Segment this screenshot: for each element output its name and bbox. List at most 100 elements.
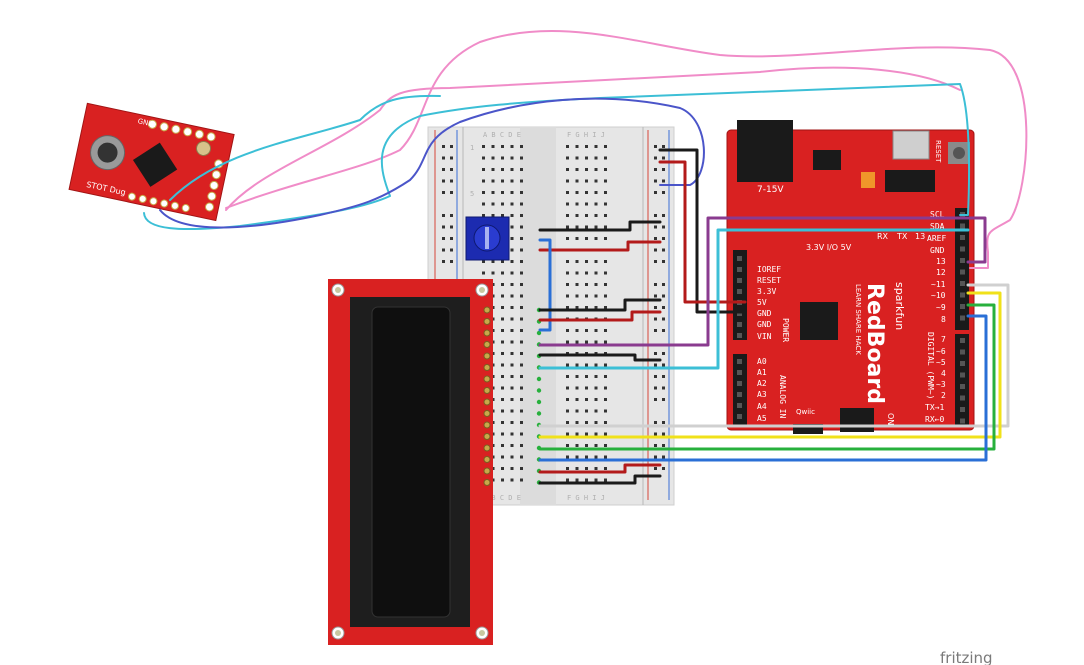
breadboard-hole bbox=[585, 260, 588, 263]
analog-header-title: ANALOG IN bbox=[778, 375, 787, 419]
rail-hole bbox=[450, 260, 453, 263]
header-hole bbox=[737, 267, 742, 272]
rail-hole bbox=[450, 145, 453, 148]
breadboard-hole bbox=[575, 214, 579, 217]
breadboard-hole bbox=[575, 271, 579, 275]
rail-hole bbox=[442, 214, 445, 217]
temperature-sensor-board[interactable]: STOT Dug GND bbox=[68, 102, 235, 222]
wire-black-lcd-bottom bbox=[538, 474, 662, 485]
breadboard-hole bbox=[520, 398, 523, 401]
header-hole bbox=[960, 315, 965, 321]
sensor-pad bbox=[207, 191, 217, 201]
pin-aref: AREF bbox=[927, 234, 946, 243]
rail-hole bbox=[450, 179, 453, 183]
breadboard-letters-left-bottom: A B C D E bbox=[483, 494, 521, 502]
breadboard-hole bbox=[575, 260, 579, 263]
breadboard-hole bbox=[594, 363, 598, 367]
sensor-pad bbox=[204, 202, 214, 212]
breadboard-hole bbox=[501, 455, 504, 459]
breadboard-hole bbox=[594, 421, 598, 424]
pin-a4: A4 bbox=[757, 402, 767, 411]
breadboard-hole bbox=[501, 145, 504, 148]
power-header bbox=[733, 250, 747, 340]
wire-blue-dark bbox=[159, 97, 705, 229]
rail-hole bbox=[662, 191, 665, 194]
rail-hole bbox=[662, 179, 665, 183]
pin-gnd-d: GND bbox=[930, 246, 945, 255]
usb-serial-chip bbox=[885, 170, 935, 192]
breadboard-hole bbox=[510, 478, 514, 482]
breadboard-hole bbox=[594, 340, 598, 344]
breadboard-hole bbox=[575, 191, 579, 194]
breadboard-hole bbox=[566, 156, 569, 160]
digital-header-lower bbox=[955, 334, 969, 426]
sensor-pad bbox=[160, 199, 169, 208]
rail-hole bbox=[662, 306, 665, 309]
digital-pin-labels: SCL SDA AREF GND 13 12 ~11 ~10 ~9 8 7 ~6… bbox=[925, 210, 946, 424]
lcd-pin bbox=[483, 364, 491, 371]
breadboard-hole bbox=[594, 271, 598, 275]
pin-a1: A1 bbox=[757, 368, 767, 377]
pin-ioref: IOREF bbox=[757, 265, 781, 274]
breadboard-hole bbox=[510, 156, 514, 160]
header-hole bbox=[960, 338, 965, 343]
lcd-pin bbox=[483, 444, 491, 452]
rail-hole bbox=[662, 432, 665, 436]
breadboard-hole bbox=[585, 168, 588, 171]
breadboard-hole bbox=[520, 386, 523, 390]
breadboard-hole bbox=[501, 478, 504, 482]
rail-hole bbox=[654, 306, 657, 309]
breadboard-hole bbox=[604, 467, 607, 470]
breadboard-hole bbox=[566, 467, 569, 470]
breadboard-hole bbox=[501, 156, 504, 160]
crystal bbox=[861, 172, 875, 188]
breadboard-hole bbox=[566, 294, 569, 298]
lcd-display-icon[interactable] bbox=[328, 279, 542, 645]
breadboard-hole bbox=[520, 156, 523, 160]
breadboard-hole bbox=[501, 283, 504, 286]
breadboard-hole bbox=[575, 340, 579, 344]
breadboard-hole bbox=[585, 191, 588, 194]
wire-black-lcd-2 bbox=[538, 353, 662, 362]
breadboard-hole bbox=[575, 306, 579, 309]
wire-red-rail-top bbox=[658, 160, 747, 304]
breadboard-hole bbox=[482, 260, 485, 263]
breadboard-hole bbox=[575, 478, 579, 482]
breadboard-hole bbox=[501, 363, 504, 367]
wires bbox=[143, 30, 1028, 485]
breadboard-hole bbox=[501, 352, 504, 355]
header-hole bbox=[737, 322, 742, 327]
breadboard-hole bbox=[482, 168, 485, 171]
pin-a3: A3 bbox=[757, 390, 767, 399]
rail-hole bbox=[442, 225, 445, 229]
qwiic-label: Qwiic bbox=[796, 408, 815, 416]
wire-black-pot bbox=[538, 220, 662, 232]
breadboard-connection bbox=[536, 330, 542, 336]
breadboard-hole bbox=[510, 386, 514, 390]
breadboard-hole bbox=[594, 191, 598, 194]
rail-hole bbox=[654, 386, 657, 390]
redboard[interactable]: 7-15V RESET IOREF RESET 3.3V 5V GND GND … bbox=[726, 120, 975, 434]
breadboard-hole bbox=[482, 191, 485, 194]
breadboard-hole bbox=[491, 168, 495, 171]
rail-hole bbox=[662, 398, 665, 401]
on-label: ON bbox=[886, 413, 895, 425]
breadboard-hole bbox=[520, 352, 523, 355]
sensor-pad bbox=[138, 194, 147, 203]
breadboard-hole bbox=[575, 179, 579, 183]
rx-label: RX bbox=[877, 232, 889, 241]
breadboard-hole bbox=[575, 283, 579, 286]
breadboard-hole bbox=[510, 375, 514, 378]
breadboard-hole bbox=[585, 432, 588, 436]
header-hole bbox=[960, 407, 965, 412]
pin-a5: A5 bbox=[757, 414, 767, 423]
header-hole bbox=[960, 395, 965, 401]
breadboard-hole bbox=[594, 432, 598, 436]
power-jack-icon bbox=[737, 120, 793, 182]
breadboard-hole bbox=[510, 421, 514, 424]
breadboard-hole bbox=[604, 398, 607, 401]
potentiometer-icon[interactable] bbox=[465, 216, 510, 261]
breadboard-hole bbox=[520, 202, 523, 206]
digital-header-title: DIGITAL (PWM~) bbox=[926, 332, 935, 399]
breadboard-hole bbox=[491, 179, 495, 183]
